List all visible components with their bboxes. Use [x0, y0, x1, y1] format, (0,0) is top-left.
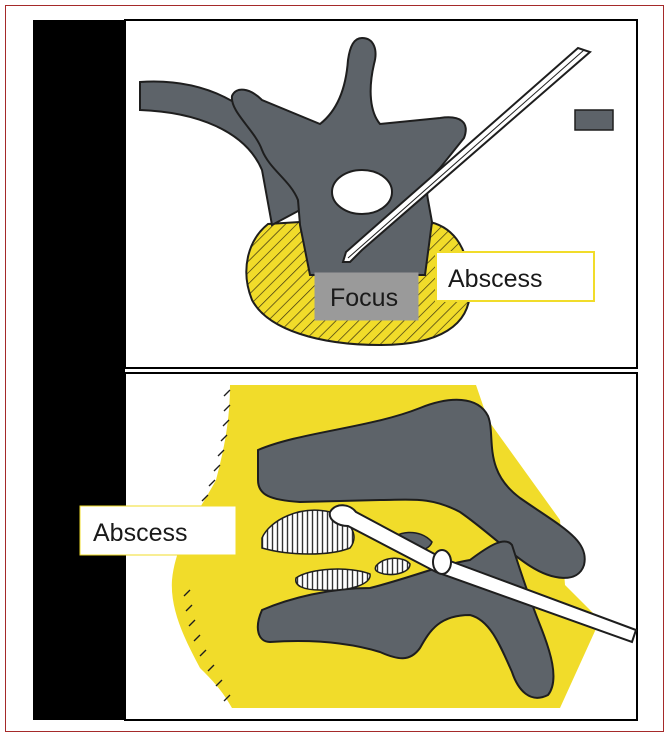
top-panel: Focus Abscess	[125, 20, 637, 368]
bottom-panel: Abscess	[80, 373, 637, 720]
focus-label: Focus	[330, 284, 398, 312]
probe-collar	[433, 550, 451, 574]
black-sidebar	[33, 20, 125, 720]
spinal-canal	[332, 170, 392, 214]
bottom-abscess-label: Abscess	[93, 519, 187, 547]
bone-fragment	[575, 110, 613, 130]
top-abscess-label: Abscess	[448, 265, 542, 293]
